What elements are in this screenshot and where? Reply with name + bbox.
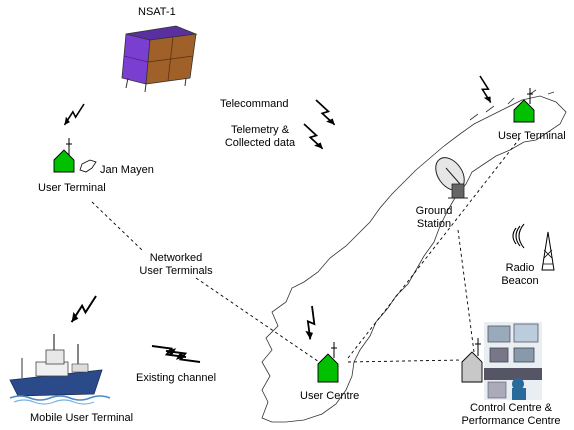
island-icon <box>79 159 97 173</box>
networked-terminals-label: Networked User Terminals <box>126 252 226 278</box>
radio-tower-icon <box>512 223 555 271</box>
dish-icon <box>435 157 468 199</box>
satellite-icon <box>121 25 198 93</box>
lightning-icon <box>470 75 501 104</box>
radio-beacon-label-line1: Radio <box>505 262 535 274</box>
network-links <box>91 137 521 365</box>
telemetry-label-line1: Telemetry & <box>230 124 290 136</box>
user-terminal-left-label: User Terminal <box>38 182 106 194</box>
lightning-icon <box>165 342 201 371</box>
satellite-label: NSAT-1 <box>138 6 176 18</box>
ground-station-label-line2: Station <box>416 218 452 230</box>
telemetry-label: Telemetry & Collected data <box>212 124 308 150</box>
coastline-map <box>261 95 567 423</box>
control-room-icon <box>484 322 542 400</box>
control-centre-label: Control Centre & Performance Centre <box>452 402 570 428</box>
control-centre-line2: Performance Centre <box>461 415 561 427</box>
telemetry-label-line2: Collected data <box>224 137 296 149</box>
telecommand-label: Telecommand <box>220 98 289 110</box>
existing-channel-label: Existing channel <box>136 372 217 384</box>
control-centre-line1: Control Centre & <box>470 402 552 414</box>
radio-beacon-label-line2: Beacon <box>501 275 539 287</box>
ground-station-label: Ground Station <box>406 205 462 231</box>
mobile-user-terminal-label: Mobile User Terminal <box>30 412 134 424</box>
user-centre-label: User Centre <box>300 390 360 402</box>
lightning-icon <box>63 100 85 129</box>
radio-beacon-label: Radio Beacon <box>494 262 546 288</box>
jan-mayen-label: Jan Mayen <box>100 164 154 176</box>
terminal-house-icon <box>513 88 535 123</box>
lightning-icon <box>70 291 97 327</box>
networked-terminals-line2: User Terminals <box>139 265 213 277</box>
ground-station-label-line1: Ground <box>415 205 453 217</box>
terminal-house-icon <box>461 338 483 383</box>
terminal-house-icon <box>317 342 339 383</box>
ship-icon <box>9 334 111 405</box>
terminal-house-icon <box>53 138 75 173</box>
networked-terminals-line1: Networked <box>149 252 203 264</box>
user-terminal-right-label: User Terminal <box>498 130 566 142</box>
lightning-icon <box>309 99 342 126</box>
